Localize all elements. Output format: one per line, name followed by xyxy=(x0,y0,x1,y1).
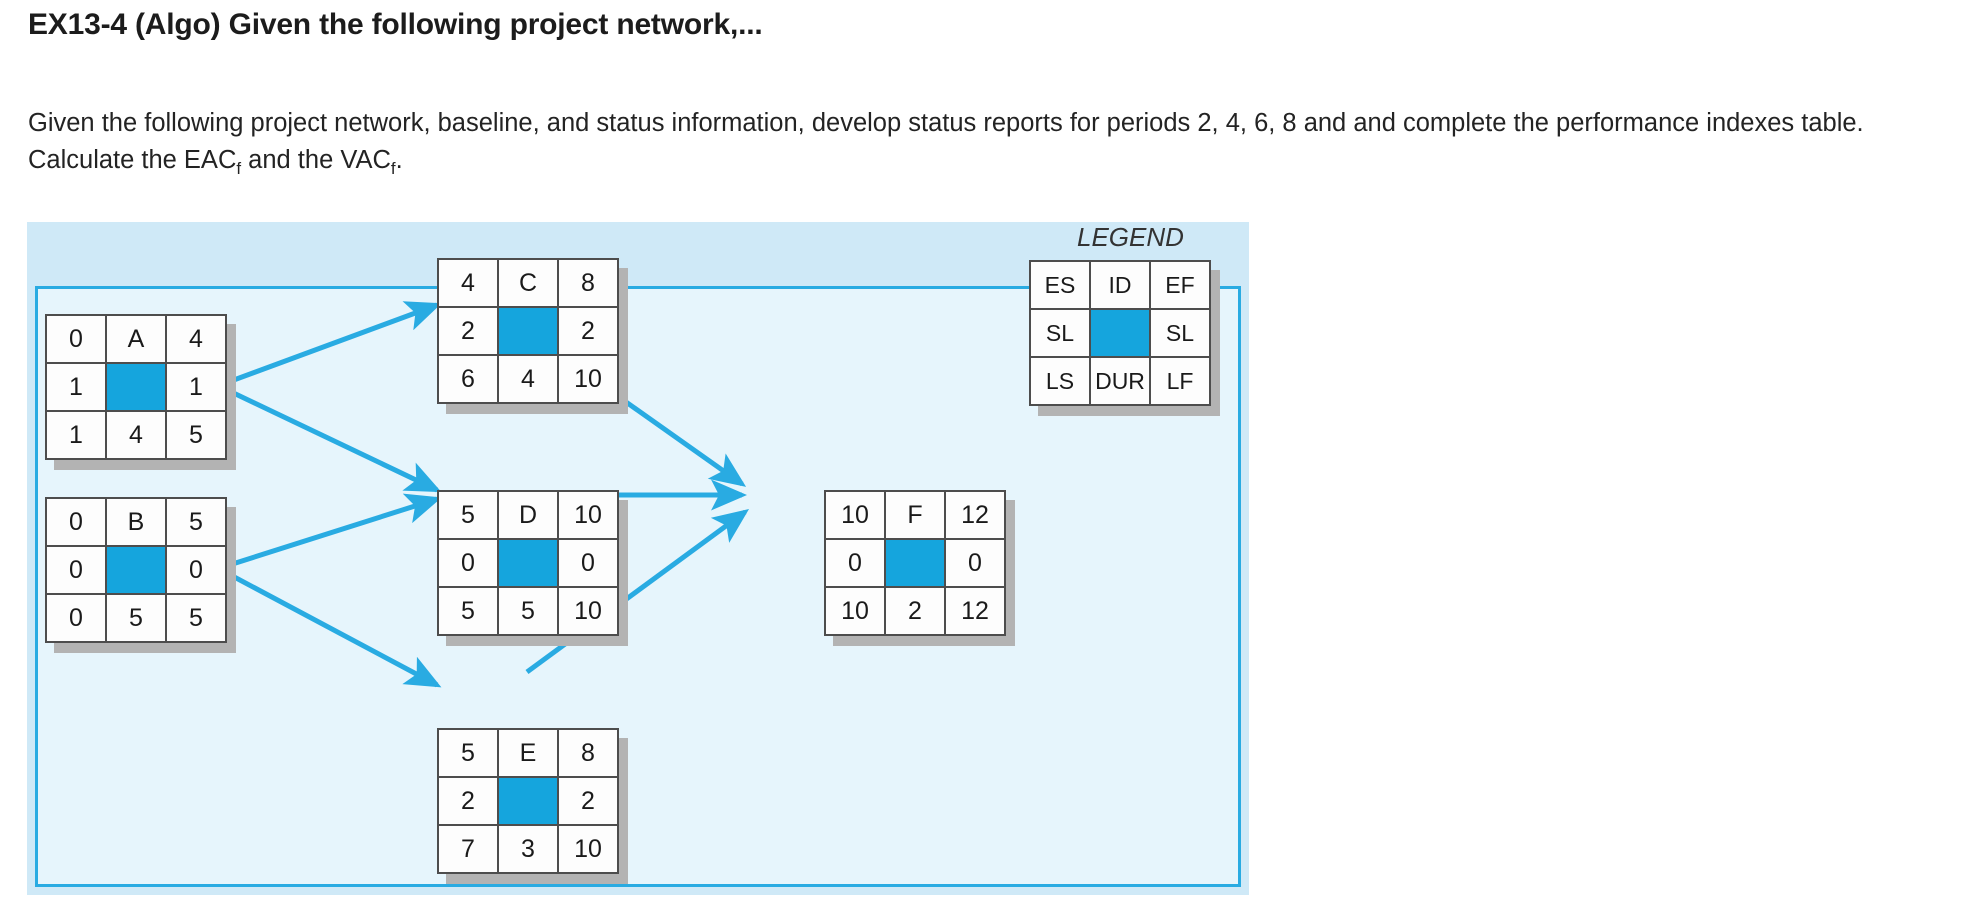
node-b-es: 0 xyxy=(47,499,105,545)
node-e[interactable]: 5 E 8 2 2 7 3 10 xyxy=(437,728,628,884)
node-d[interactable]: 5 D 10 0 0 5 5 10 xyxy=(437,490,628,646)
node-b-ls: 0 xyxy=(47,595,105,641)
node-c-dur: 4 xyxy=(499,356,557,402)
node-a-grid: 0 A 4 1 1 1 4 5 xyxy=(45,314,227,460)
legend-node: ES ID EF SL SL LS DUR LF xyxy=(1029,260,1220,416)
node-c-ef: 8 xyxy=(559,260,617,306)
node-a-id: A xyxy=(107,316,165,362)
node-c-sl-right: 2 xyxy=(559,308,617,354)
node-a-ef: 4 xyxy=(167,316,225,362)
node-c-sl-left: 2 xyxy=(439,308,497,354)
node-f-sl-right: 0 xyxy=(946,540,1004,586)
node-e-dur: 3 xyxy=(499,826,557,872)
node-d-grid: 5 D 10 0 0 5 5 10 xyxy=(437,490,619,636)
page-title: EX13-4 (Algo) Given the following projec… xyxy=(28,8,763,41)
legend-cell-sl-right: SL xyxy=(1151,310,1209,356)
node-c[interactable]: 4 C 8 2 2 6 4 10 xyxy=(437,258,628,414)
node-d-ef: 10 xyxy=(559,492,617,538)
node-b-id: B xyxy=(107,499,165,545)
node-b-lf: 5 xyxy=(167,595,225,641)
node-f[interactable]: 10 F 12 0 0 10 2 12 xyxy=(824,490,1015,646)
legend-title: LEGEND xyxy=(1077,222,1184,252)
node-d-center xyxy=(499,540,557,586)
legend-cell-dur: DUR xyxy=(1091,358,1149,404)
node-b[interactable]: 0 B 5 0 0 0 5 5 xyxy=(45,497,236,653)
node-e-grid: 5 E 8 2 2 7 3 10 xyxy=(437,728,619,874)
node-a-dur: 4 xyxy=(107,412,165,458)
question-body-text-1: Given the following project network, bas… xyxy=(28,109,1864,174)
legend-cell-center xyxy=(1091,310,1149,356)
node-c-id: C xyxy=(499,260,557,306)
node-b-ef: 5 xyxy=(167,499,225,545)
node-e-center xyxy=(499,778,557,824)
node-f-ef: 12 xyxy=(946,492,1004,538)
node-d-ls: 5 xyxy=(439,588,497,634)
legend-node-grid: ES ID EF SL SL LS DUR LF xyxy=(1029,260,1211,406)
legend-cell-id: ID xyxy=(1091,262,1149,308)
node-f-center xyxy=(886,540,944,586)
node-b-center xyxy=(107,547,165,593)
node-f-id: F xyxy=(886,492,944,538)
node-b-dur: 5 xyxy=(107,595,165,641)
node-e-es: 5 xyxy=(439,730,497,776)
node-d-id: D xyxy=(499,492,557,538)
legend-cell-lf: LF xyxy=(1151,358,1209,404)
node-b-sl-right: 0 xyxy=(167,547,225,593)
project-network-diagram: 0 A 4 1 1 1 4 5 0 B 5 0 0 0 5 5 4 xyxy=(27,222,1249,895)
node-c-lf: 10 xyxy=(559,356,617,402)
legend: LEGEND ES ID EF SL SL LS DUR LF xyxy=(1005,222,1220,432)
node-c-center xyxy=(499,308,557,354)
node-d-lf: 10 xyxy=(559,588,617,634)
node-f-sl-left: 0 xyxy=(826,540,884,586)
question-body: Given the following project network, bas… xyxy=(28,105,1908,179)
legend-cell-ef: EF xyxy=(1151,262,1209,308)
node-f-ls: 10 xyxy=(826,588,884,634)
node-a-sl-left: 1 xyxy=(47,364,105,410)
node-c-grid: 4 C 8 2 2 6 4 10 xyxy=(437,258,619,404)
question-body-text-3: . xyxy=(395,146,403,174)
node-e-ef: 8 xyxy=(559,730,617,776)
node-a-es: 0 xyxy=(47,316,105,362)
node-a[interactable]: 0 A 4 1 1 1 4 5 xyxy=(45,314,236,470)
node-d-sl-right: 0 xyxy=(559,540,617,586)
node-b-grid: 0 B 5 0 0 0 5 5 xyxy=(45,497,227,643)
node-a-ls: 1 xyxy=(47,412,105,458)
node-d-es: 5 xyxy=(439,492,497,538)
node-a-sl-right: 1 xyxy=(167,364,225,410)
node-e-sl-left: 2 xyxy=(439,778,497,824)
node-f-dur: 2 xyxy=(886,588,944,634)
node-b-sl-left: 0 xyxy=(47,547,105,593)
question-body-text-2: and the VAC xyxy=(241,146,391,174)
node-c-ls: 6 xyxy=(439,356,497,402)
node-f-lf: 12 xyxy=(946,588,1004,634)
legend-cell-es: ES xyxy=(1031,262,1089,308)
node-d-sl-left: 0 xyxy=(439,540,497,586)
node-f-grid: 10 F 12 0 0 10 2 12 xyxy=(824,490,1006,636)
eac-subscript: f xyxy=(236,159,242,179)
legend-cell-sl-left: SL xyxy=(1031,310,1089,356)
node-d-dur: 5 xyxy=(499,588,557,634)
vac-subscript: f xyxy=(390,159,396,179)
node-a-lf: 5 xyxy=(167,412,225,458)
node-f-es: 10 xyxy=(826,492,884,538)
node-e-id: E xyxy=(499,730,557,776)
node-c-es: 4 xyxy=(439,260,497,306)
node-e-lf: 10 xyxy=(559,826,617,872)
node-e-sl-right: 2 xyxy=(559,778,617,824)
node-a-center xyxy=(107,364,165,410)
node-e-ls: 7 xyxy=(439,826,497,872)
legend-cell-ls: LS xyxy=(1031,358,1089,404)
